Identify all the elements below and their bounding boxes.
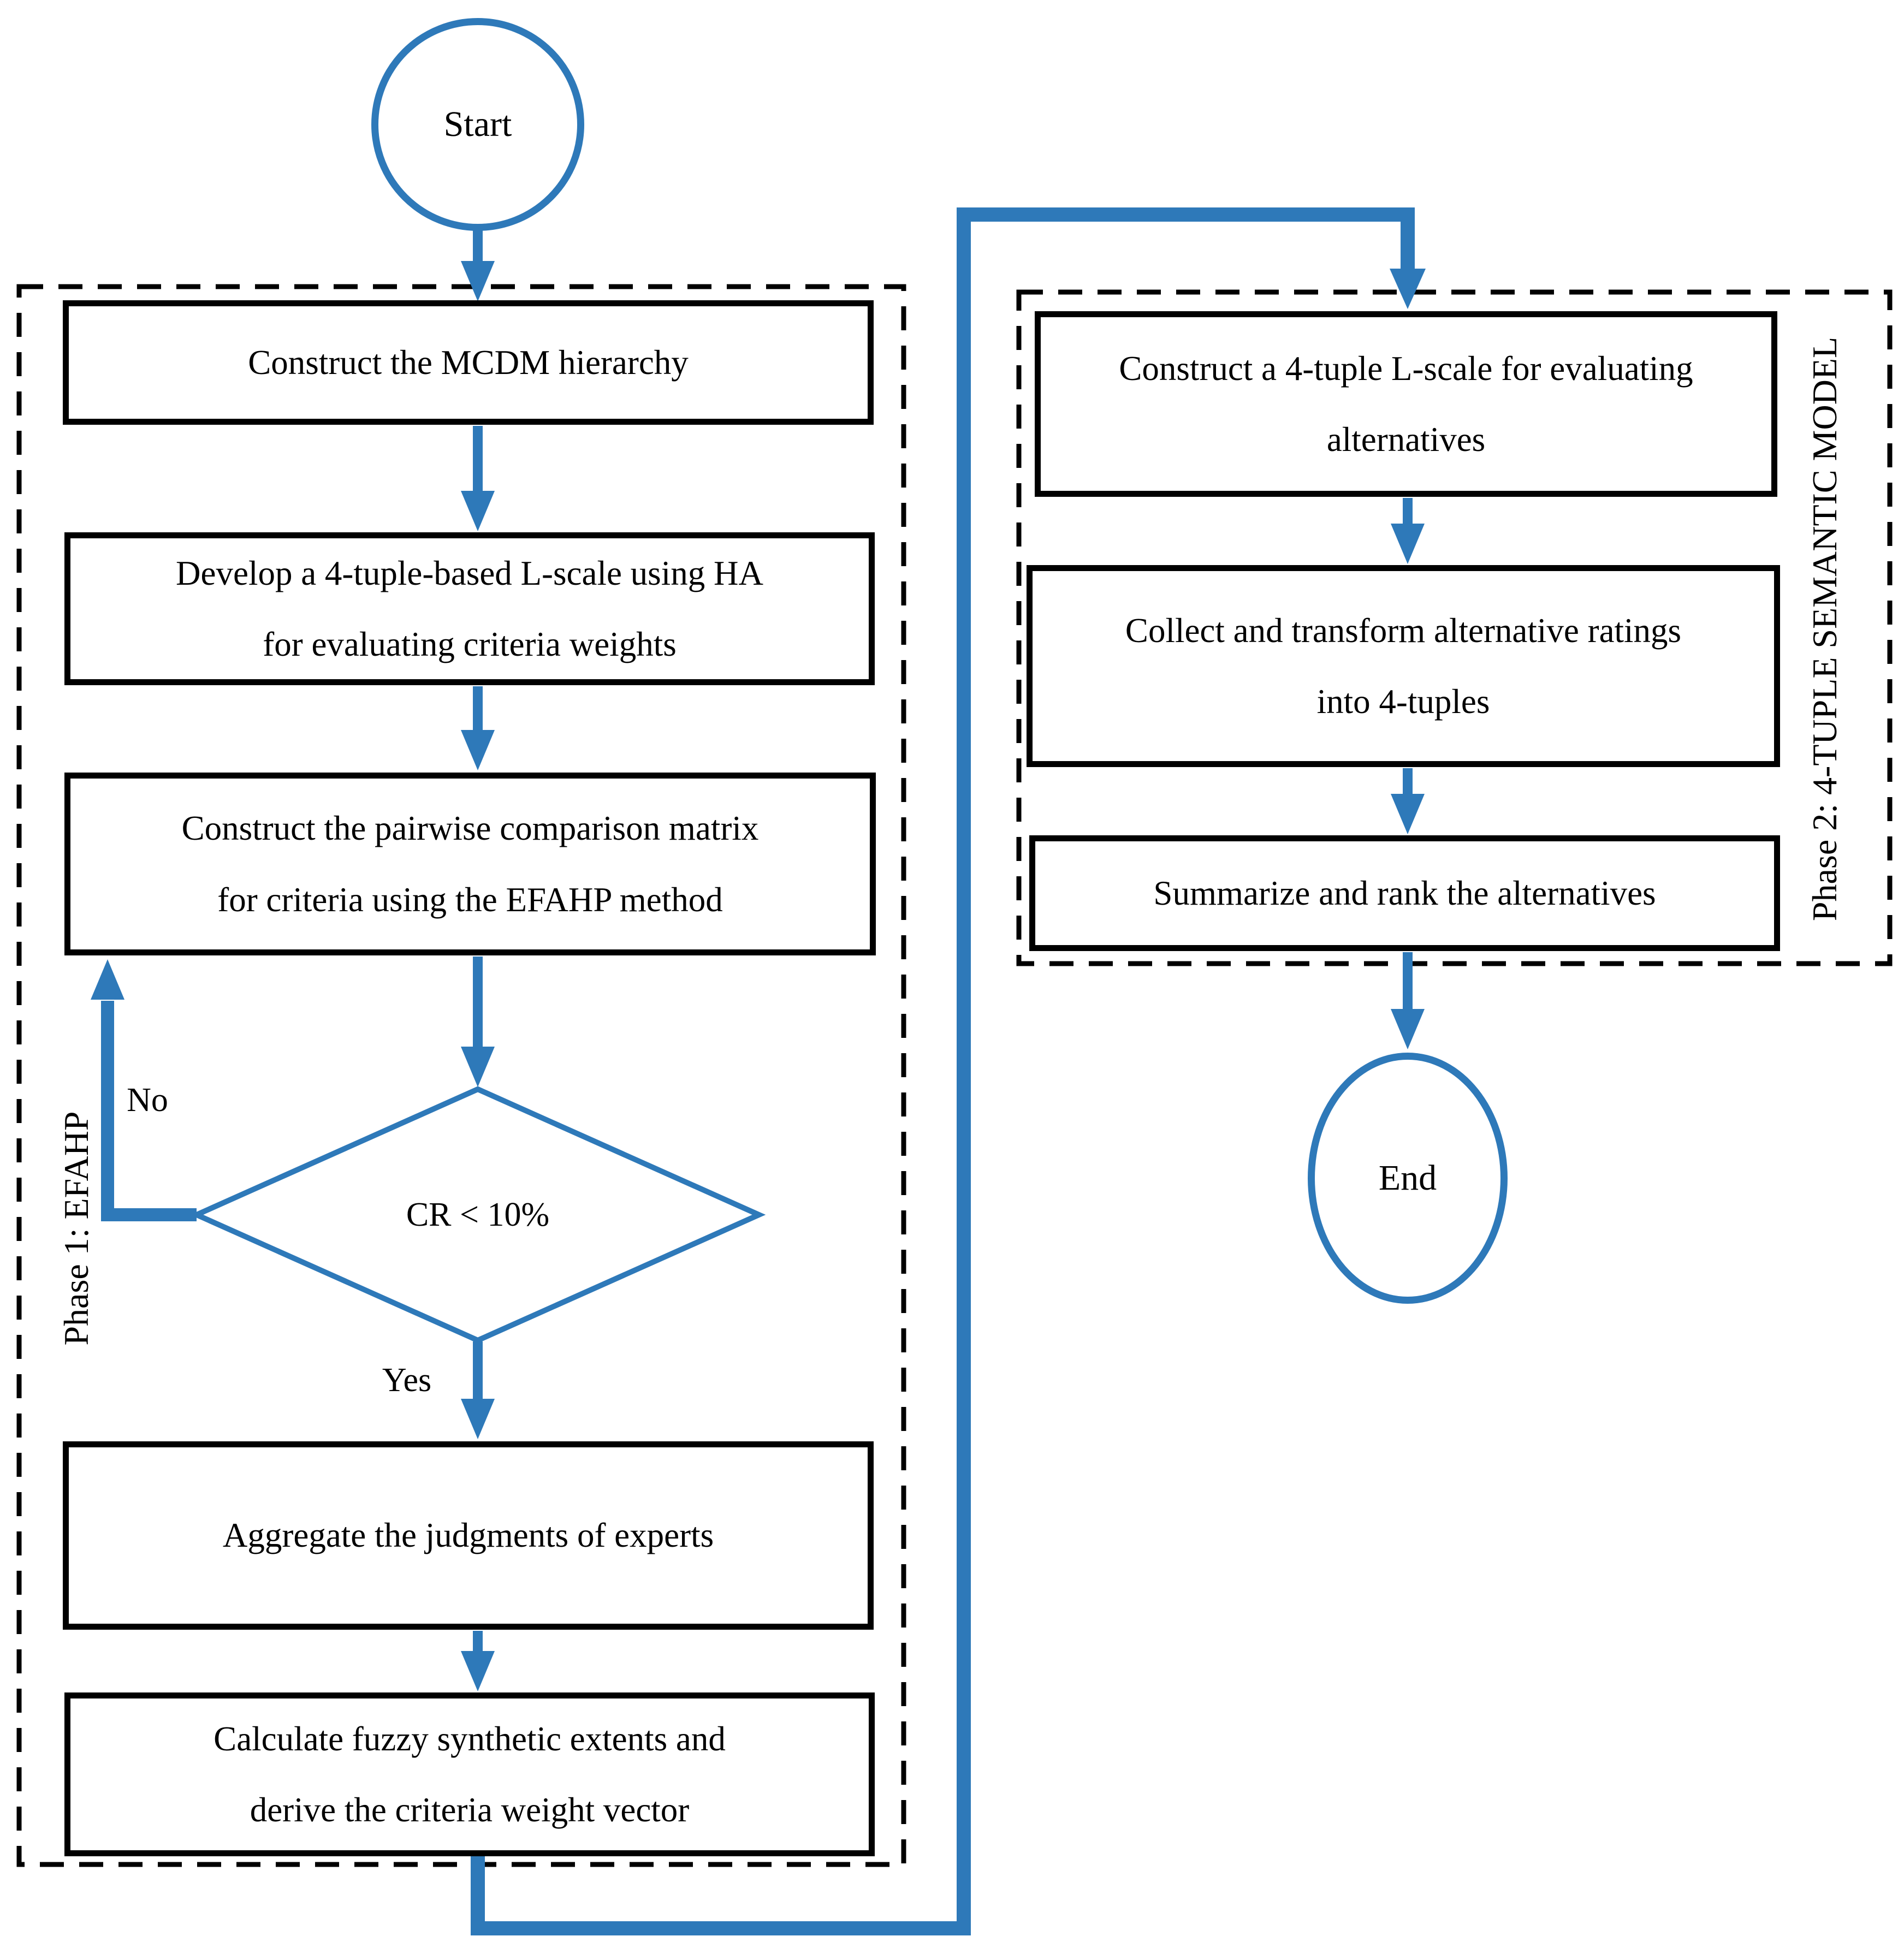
phase2-container-border xyxy=(1016,289,1893,966)
process-label-line: Construct the pairwise comparison matrix xyxy=(181,809,759,848)
arrowhead-yes-branch xyxy=(461,1399,495,1439)
arrowhead-rbox2-to-rbox3 xyxy=(1391,794,1425,834)
phase1-vertical-label: Phase 1: EFAHP xyxy=(57,1111,96,1346)
process-box-summarize-rank: Summarize and rank the alternatives xyxy=(1029,835,1780,951)
process-label-line: Construct a 4-tuple L-scale for evaluati… xyxy=(1119,349,1693,388)
arrowhead-box3-to-decision xyxy=(461,1047,495,1087)
process-label-line: for evaluating criteria weights xyxy=(263,625,677,663)
no-branch-connector xyxy=(101,1001,197,1221)
process-label-line: Aggregate the judgments of experts xyxy=(222,1516,714,1555)
process-box-collect-transform-ratings: Collect and transform alternative rating… xyxy=(1027,565,1780,767)
end-label: End xyxy=(1378,1158,1437,1198)
arrowhead-box4-to-box5 xyxy=(461,1651,495,1691)
process-box-develop-lscale: Develop a 4-tuple-based L-scale using HA… xyxy=(64,532,875,685)
arrowhead-start-to-box1 xyxy=(461,261,495,301)
decision-diamond xyxy=(189,1086,766,1344)
process-label-line: into 4-tuples xyxy=(1316,682,1490,721)
arrowhead-phase1-to-phase2 xyxy=(1390,269,1426,309)
phase2-vertical-label: Phase 2: 4-TUPLE SEMANTIC MODEL xyxy=(1805,336,1844,922)
start-terminal: Start xyxy=(371,18,584,231)
process-label-line: derive the criteria weight vector xyxy=(250,1791,690,1829)
phase1-container-border xyxy=(16,284,906,1867)
end-terminal: End xyxy=(1308,1053,1508,1304)
process-box-construct-4tuple-lscale: Construct a 4-tuple L-scale for evaluati… xyxy=(1035,311,1777,497)
process-label-line: Collect and transform alternative rating… xyxy=(1125,611,1682,650)
start-label: Start xyxy=(443,104,512,144)
process-box-aggregate-judgments: Aggregate the judgments of experts xyxy=(63,1441,874,1630)
arrowhead-rbox3-to-end xyxy=(1391,1009,1425,1049)
process-label-line: Summarize and rank the alternatives xyxy=(1153,874,1656,912)
yes-branch-label: Yes xyxy=(382,1361,432,1399)
no-branch-label: No xyxy=(127,1081,168,1119)
process-label-line: Develop a 4-tuple-based L-scale using HA xyxy=(176,554,763,592)
arrowhead-rbox1-to-rbox2 xyxy=(1391,524,1425,564)
process-box-fuzzy-extents: Calculate fuzzy synthetic extents and de… xyxy=(64,1692,875,1856)
decision-label: CR < 10% xyxy=(406,1196,550,1233)
process-label-line: Calculate fuzzy synthetic extents and xyxy=(213,1719,726,1758)
process-label-line: for criteria using the EFAHP method xyxy=(217,880,723,919)
process-box-construct-hierarchy: Construct the MCDM hierarchy xyxy=(63,300,874,425)
process-label-line: alternatives xyxy=(1326,420,1486,459)
process-label-line: Construct the MCDM hierarchy xyxy=(248,343,689,382)
process-box-pairwise-matrix: Construct the pairwise comparison matrix… xyxy=(64,773,876,955)
arrowhead-no-branch xyxy=(91,959,124,1000)
arrowhead-box1-to-box2 xyxy=(461,491,495,531)
phase1-to-phase2-connector xyxy=(471,207,1415,1935)
arrowhead-box2-to-box3 xyxy=(461,730,495,770)
